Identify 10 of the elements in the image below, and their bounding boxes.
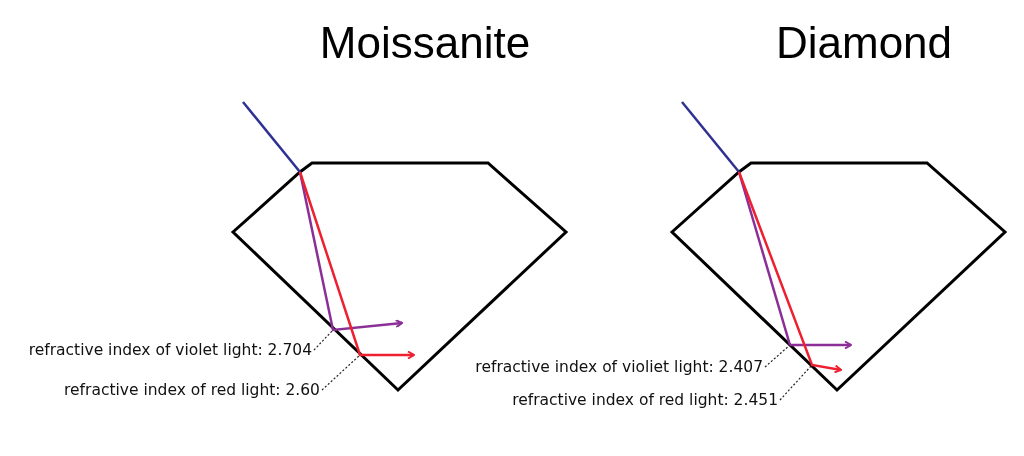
annotation-text: refractive index of violet light: 2.704 xyxy=(28,341,312,359)
annotation-text: refractive index of red light: 2.451 xyxy=(512,391,778,409)
annotation-text: refractive index of violiet light: 2.407 xyxy=(475,358,763,376)
leader-line xyxy=(779,364,813,401)
leader-line xyxy=(764,344,791,368)
leader-line xyxy=(313,329,334,351)
leader-line xyxy=(321,354,361,391)
gem-name: Diamond xyxy=(774,18,954,68)
annotation-text: refractive index of red light: 2.60 xyxy=(64,381,320,399)
gem-name: Moissanite xyxy=(318,18,532,68)
